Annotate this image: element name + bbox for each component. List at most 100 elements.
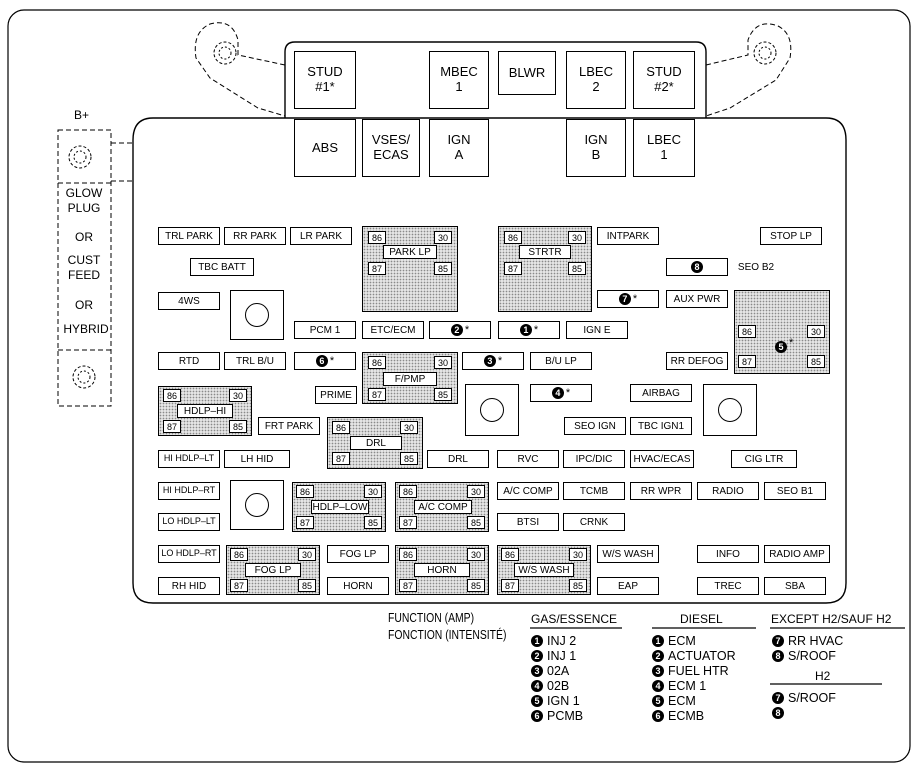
relay-pin: 87	[368, 388, 386, 401]
fuse-seo-ign: SEO IGN	[564, 417, 626, 435]
cust-label: CUST	[67, 253, 101, 267]
fuse-lo-hdlp-lt: LO HDLP–LT	[158, 513, 220, 531]
maxi-lbec2: LBEC 2	[566, 51, 626, 109]
relay-label: PARK LP	[383, 245, 437, 259]
circled-8-icon: 8	[772, 706, 784, 719]
relay-pin: 30	[364, 485, 382, 498]
relay-pin: 86	[368, 231, 386, 244]
relay-pin: 85	[298, 579, 316, 592]
relay-pin: 86	[296, 485, 314, 498]
relay-pin: 87	[332, 452, 350, 465]
relay-ac-comp: 86 30 A/C COMP 87 85	[395, 482, 489, 532]
fuse-ipc-dic: IPC/DIC	[563, 450, 625, 468]
fuse-cig-ltr: CIG LTR	[731, 450, 797, 468]
maxi-stud2: STUD #2*	[633, 51, 695, 109]
fuse-frt-park: FRT PARK	[258, 417, 320, 435]
relay-strtr: 86 30 STRTR 87 85	[498, 226, 592, 312]
fuse-hi-hdlp-rt: HI HDLP–RT	[158, 482, 220, 500]
legend-title-en: FUNCTION (AMP)	[388, 610, 475, 625]
legend-title-fr: FONCTION (INTENSITÉ)	[388, 627, 507, 642]
feed-label: FEED	[67, 268, 100, 282]
hybrid-label: HYBRID	[63, 322, 109, 336]
relay-pin: 86	[501, 548, 519, 561]
fuse-crnk: CRNK	[563, 513, 625, 531]
relay-pin: 87	[501, 579, 519, 592]
maxi-ign-a: IGN A	[429, 119, 489, 177]
legend-gas-heading: GAS/ESSENCE	[531, 612, 618, 626]
relay-pin: 86	[399, 485, 417, 498]
maxi-mbec1: MBEC 1	[429, 51, 489, 109]
relay-pin: 30	[467, 485, 485, 498]
plug-label: PLUG	[67, 201, 101, 215]
fuse-rr-park: RR PARK	[224, 227, 286, 245]
circled-1-icon: 1	[652, 634, 664, 647]
fuse-ign-e: IGN E	[566, 321, 628, 339]
fuse-rh-hid: RH HID	[158, 577, 220, 595]
relay-label: HORN	[414, 563, 470, 577]
hole-icon	[718, 398, 742, 422]
fuse-trl-park: TRL PARK	[158, 227, 220, 245]
maxi-lbec1: LBEC 1	[633, 119, 695, 177]
circled-3-icon: 3	[652, 664, 664, 677]
hole-icon	[245, 493, 269, 517]
relay-pin: 87	[296, 516, 314, 529]
circled-6-icon: 6	[652, 709, 664, 722]
circled-6-icon: 6	[315, 355, 328, 367]
fuse-circled-2: 2*	[429, 321, 491, 339]
relay-f-pmp: 86 30 F/PMP 87 85	[362, 352, 458, 404]
glow-label: GLOW	[65, 186, 103, 200]
relay-pin: 30	[298, 548, 316, 561]
hole-icon	[480, 398, 504, 422]
fuse-lr-park: LR PARK	[290, 227, 352, 245]
circled-5-icon: 5	[531, 694, 543, 707]
circled-2-icon: 2	[652, 649, 664, 662]
relay-pin: 85	[364, 516, 382, 529]
circled-8-icon: 8	[691, 261, 703, 273]
relay-hdlp-hi: 86 30 HDLP–HI 87 85	[158, 386, 252, 436]
relay-pin: 30	[568, 231, 586, 244]
relay-pin: 87	[738, 355, 756, 368]
fuse-hi-hdlp-lt: HI HDLP–LT	[158, 450, 220, 468]
circled-7-icon: 7	[772, 634, 784, 647]
relay-pin: 87	[230, 579, 248, 592]
bplus-label: B+	[74, 108, 90, 122]
or-label-1: OR	[75, 230, 93, 244]
relay-label: W/S WASH	[514, 563, 574, 577]
relay-park-lp: 86 30 PARK LP 87 85	[362, 226, 458, 312]
circled-3-icon: 3	[531, 664, 543, 677]
relay-label: FOG LP	[245, 563, 301, 577]
circled-1-icon: 1	[519, 324, 532, 336]
fuse-radio: RADIO	[697, 482, 759, 500]
fuse-seo-b1: SEO B1	[764, 482, 826, 500]
relay-pin: 85	[807, 355, 825, 368]
relay-pin: 30	[807, 325, 825, 338]
fuse-etc-ecm: ETC/ECM	[362, 321, 424, 339]
fuse-circled-6: 6*	[294, 352, 356, 370]
or-label-2: OR	[75, 298, 93, 312]
relay-label: DRL	[350, 436, 402, 450]
relay-pin: 85	[400, 452, 418, 465]
relay-pin: 87	[504, 262, 522, 275]
circled-4-icon: 4	[551, 387, 564, 399]
relay-pin: 30	[467, 548, 485, 561]
circled-7-icon: 7	[618, 293, 631, 305]
fuse-ws-wash: W/S WASH	[597, 545, 659, 563]
relay-label: STRTR	[519, 245, 571, 259]
circled-5-icon: 5	[775, 341, 787, 353]
empty-cavity-2	[465, 384, 519, 436]
fuse-hvac-ecas: HVAC/ECAS	[630, 450, 694, 468]
legend-diesel-heading: DIESEL	[680, 612, 723, 626]
relay-label: A/C COMP	[414, 500, 472, 514]
